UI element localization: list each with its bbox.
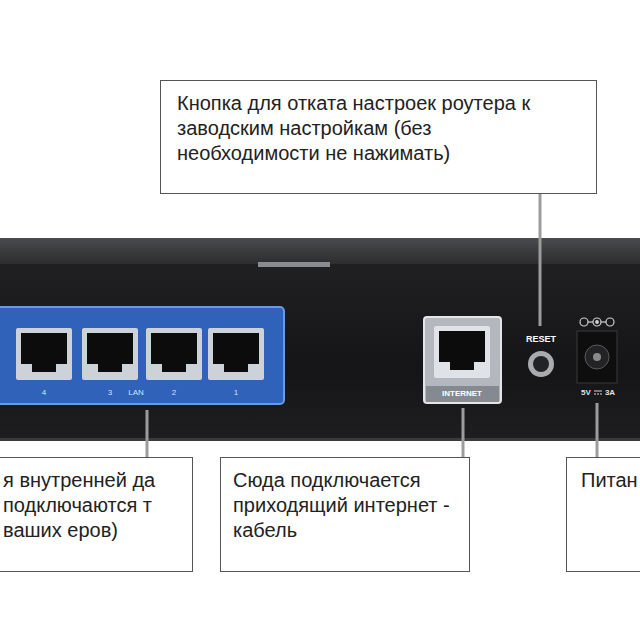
reset-hole (533, 356, 549, 372)
lan-port (82, 328, 138, 380)
device-label: 3 (108, 389, 112, 397)
callout-box: Сюда подключается приходящий интернет - … (220, 457, 470, 572)
internet-port (434, 326, 490, 378)
lan-port (146, 328, 202, 380)
power-jack (577, 331, 617, 383)
callout-text: Кнопка для отката настроек роутера к зав… (177, 91, 560, 166)
internet-band (426, 386, 499, 402)
callout-box: Кнопка для отката настроек роутера к зав… (160, 80, 597, 194)
dc-symbol (594, 391, 602, 394)
callout-text: Питан (581, 468, 640, 493)
device-label: 2 (172, 389, 176, 397)
router-front (0, 264, 640, 440)
leader-line (596, 403, 599, 457)
lan-frame (0, 307, 284, 404)
callout-text: Сюда подключается приходящий интернет - … (233, 468, 459, 543)
device-label: 5V (581, 389, 591, 397)
power-socket (585, 345, 609, 369)
leader-line (462, 408, 465, 457)
device-label: INTERNET (442, 390, 482, 398)
power-pin (593, 353, 601, 361)
router-notch (258, 262, 330, 267)
reset-button (528, 351, 554, 377)
lan-port (208, 328, 264, 380)
callout-box: я внутренней да подключаются т ваших еро… (0, 457, 193, 572)
leader-lines (147, 194, 597, 457)
leader-line (539, 194, 542, 326)
router-top (0, 238, 640, 266)
callout-box: Питан (566, 457, 640, 572)
lan-port (16, 328, 72, 380)
device-label: RESET (526, 335, 556, 344)
internet-frame (424, 317, 501, 403)
device-label: 3A (605, 389, 615, 397)
leader-line (146, 410, 149, 457)
router-edge (0, 438, 640, 441)
device-label: LAN (128, 389, 144, 397)
callout-text: я внутренней да подключаются т ваших еро… (3, 468, 184, 543)
polarity-symbol (580, 318, 614, 326)
device-label: 4 (42, 389, 46, 397)
device-label: 1 (234, 389, 238, 397)
